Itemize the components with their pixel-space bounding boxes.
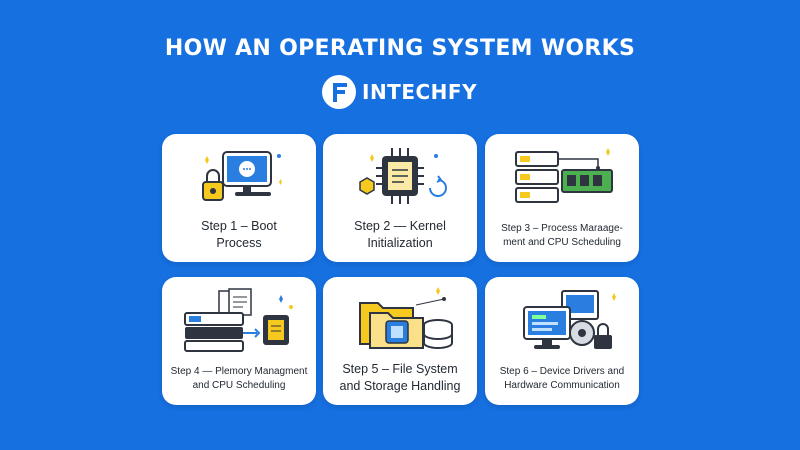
fintechfy-logo-icon — [322, 75, 356, 109]
devices-gear-icon — [502, 285, 622, 355]
step-card-2: Step 2 — Kernel Initialization — [323, 134, 477, 262]
server-memory-icon — [502, 142, 622, 212]
step-5-line-1: Step 5 – File System — [342, 362, 458, 376]
step-1-line-2: Process — [216, 235, 262, 250]
step-5-line-2: and Storage Handling — [339, 378, 461, 393]
folder-storage-icon — [340, 285, 460, 355]
step-3-line-1: Step 3 – Process Maraage- — [501, 223, 623, 234]
step-1-line-1: Step 1 – Boot — [201, 219, 277, 233]
step-2-line-1: Step 2 — Kernel — [354, 219, 446, 233]
step-2-line-2: Initialization — [367, 235, 433, 250]
step-card-6: Step 6 – Device Drivers and Hardware Com… — [485, 277, 639, 405]
step-4-line-1: Step 4 — Plemory Managment — [170, 366, 308, 377]
step-card-5: Step 5 – File System and Storage Handlin… — [323, 277, 477, 405]
step-4-line-2: and CPU Scheduling — [192, 379, 286, 391]
step-6-line-2: Hardware Communication — [504, 379, 620, 391]
brand-logo: INTECHFY — [322, 74, 477, 110]
page-title: HOW AN OPERATING SYSTEM WORKS — [164, 36, 636, 61]
step-1-label: Step 1 – Boot Process — [166, 218, 312, 252]
files-server-chip-icon — [179, 285, 299, 355]
cpu-chip-icon — [340, 142, 460, 212]
step-4-label: Step 4 — Plemory Managment and CPU Sched… — [166, 365, 312, 392]
step-3-label: Step 3 – Process Maraage- ment and CPU S… — [489, 222, 635, 249]
step-card-4: Step 4 — Plemory Managment and CPU Sched… — [162, 277, 316, 405]
step-6-label: Step 6 – Device Drivers and Hardware Com… — [489, 365, 635, 392]
step-6-line-1: Step 6 – Device Drivers and — [499, 366, 625, 377]
step-card-1: Step 1 – Boot Process — [162, 134, 316, 262]
step-3-line-2: ment and CPU Scheduling — [503, 236, 621, 248]
brand-name: INTECHFY — [362, 80, 478, 104]
step-card-3: Step 3 – Process Maraage- ment and CPU S… — [485, 134, 639, 262]
step-2-label: Step 2 — Kernel Initialization — [327, 218, 473, 252]
step-5-label: Step 5 – File System and Storage Handlin… — [327, 361, 473, 395]
computer-lock-icon — [179, 142, 299, 212]
